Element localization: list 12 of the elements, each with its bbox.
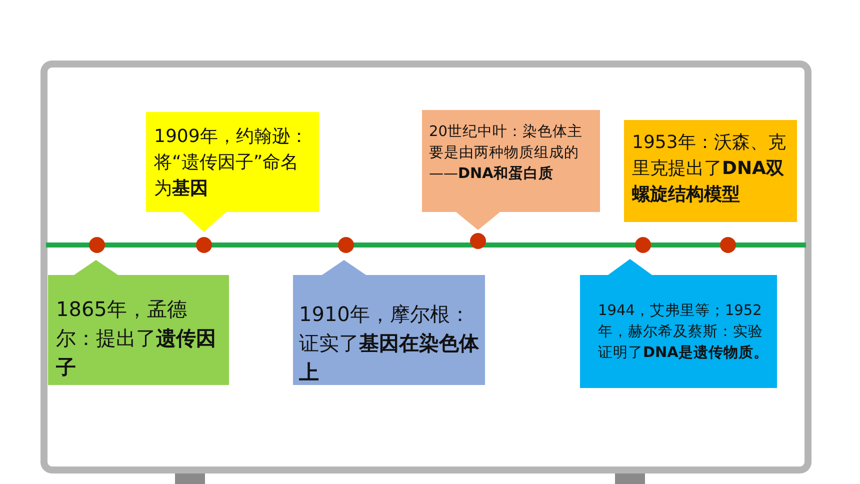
callout-text: 20世纪中叶：染色体主要是由两种物质组成的——DNA和蛋白质 xyxy=(429,122,584,184)
callout-box xyxy=(580,259,777,388)
callout-text: 1944，艾弗里等；1952年，赫尔希及蔡斯：实验证明了DNA是遗传物质。 xyxy=(598,302,769,364)
callout-text: 1910年，摩尔根：证实了基因在染色体上 xyxy=(299,301,479,386)
callout-box xyxy=(48,260,229,385)
callout-text: 1865年，孟德尔：提出了遗传因子 xyxy=(56,296,217,381)
callout-text: 1953年：沃森、克里克提出了DNA双螺旋结构模型 xyxy=(632,131,787,208)
callout-text: 1909年，约翰逊：将“遗传因子”命名为基因 xyxy=(154,125,309,202)
callout-box xyxy=(422,110,600,230)
callout-box xyxy=(146,112,319,232)
callout-box xyxy=(624,120,797,222)
callout-box xyxy=(293,260,485,385)
